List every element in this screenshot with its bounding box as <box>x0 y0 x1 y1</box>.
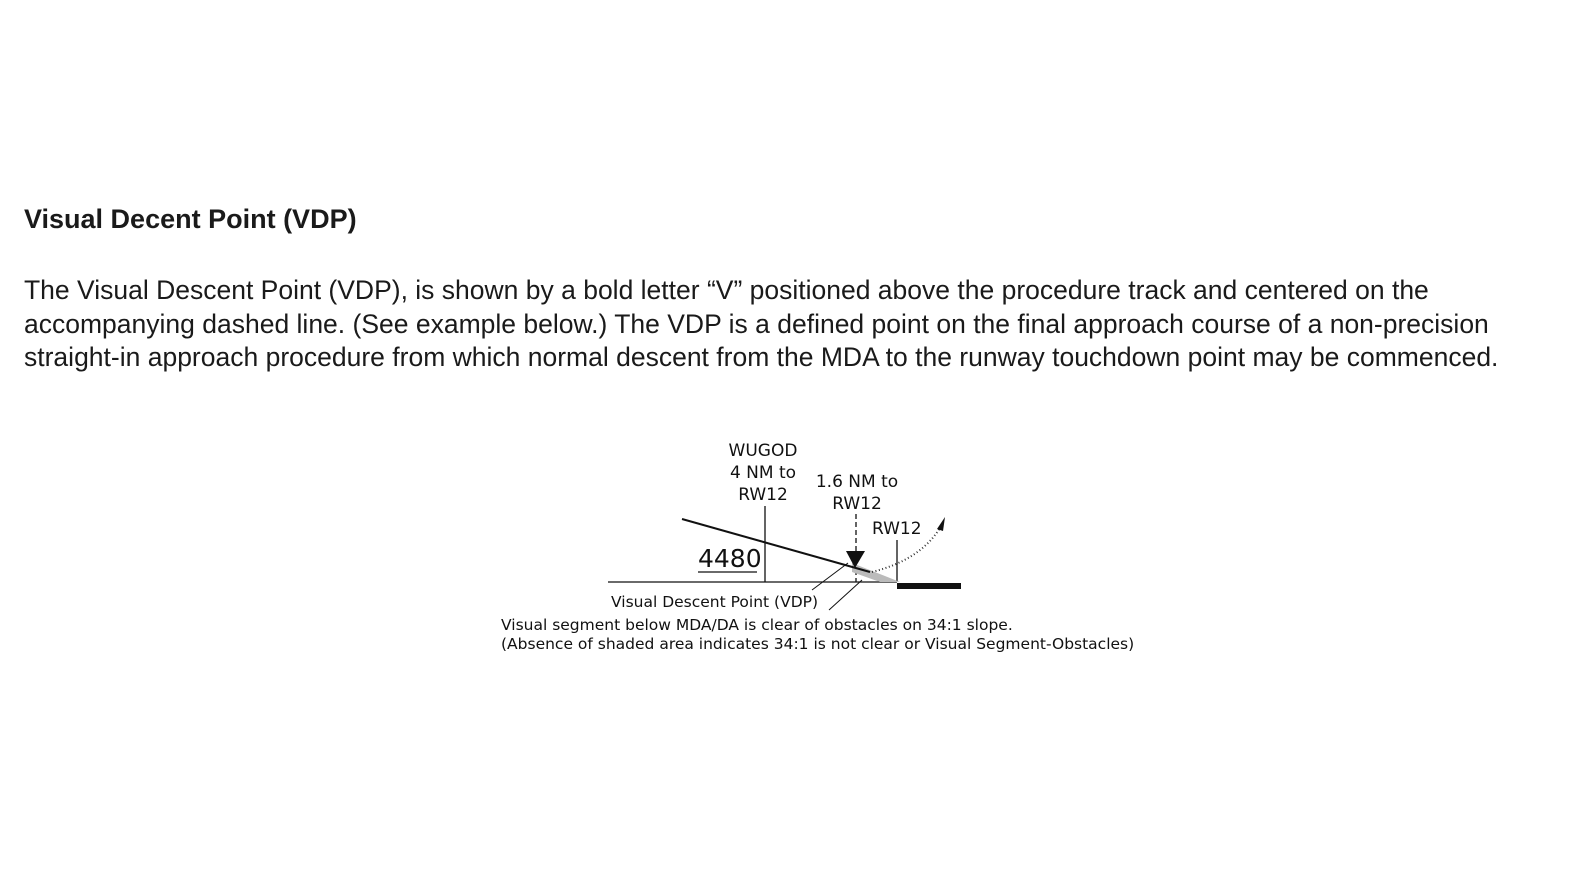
visual-segment-shading <box>852 563 900 582</box>
fix-distance: 4 NM to <box>730 463 796 483</box>
vdp-distance: 1.6 NM to <box>816 472 898 492</box>
fix-name: WUGOD <box>729 441 798 461</box>
vdp-leader-line <box>811 562 849 591</box>
altitude-label: 4480 <box>698 544 762 573</box>
runway-label: RW12 <box>872 519 922 539</box>
vdp-runway: RW12 <box>832 494 882 514</box>
caption-line-2: (Absence of shaded area indicates 34:1 i… <box>501 635 1134 653</box>
segment-leader-line <box>828 579 863 611</box>
caption-line-1: Visual segment below MDA/DA is clear of … <box>501 616 1013 634</box>
descent-path <box>681 518 871 573</box>
fix-runway: RW12 <box>738 485 788 505</box>
vdp-v-icon <box>846 551 865 568</box>
section-paragraph: The Visual Descent Point (VDP), is shown… <box>24 275 1499 373</box>
runway-bar <box>897 583 961 589</box>
missed-approach-arrow-icon <box>937 517 945 531</box>
section-title: Visual Decent Point (VDP) <box>24 204 357 234</box>
vdp-label: Visual Descent Point (VDP) <box>611 593 818 611</box>
